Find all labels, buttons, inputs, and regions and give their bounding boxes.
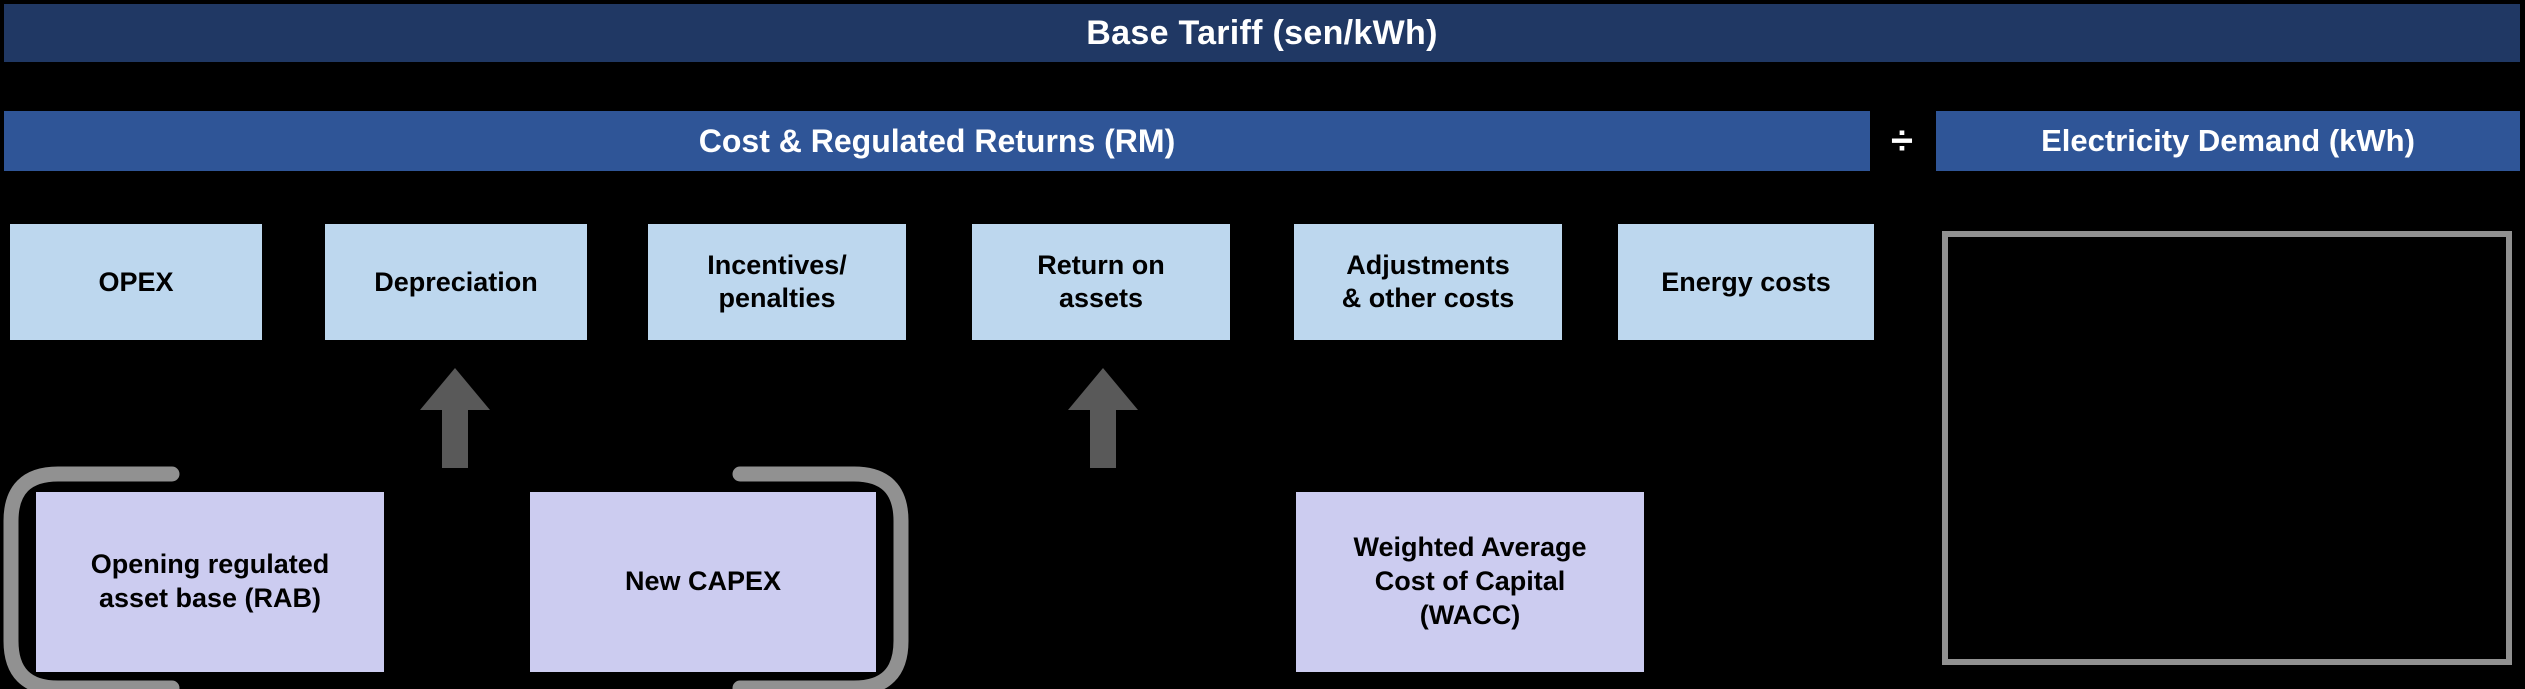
component-box-energy-costs: Energy costs <box>1618 224 1874 340</box>
component-box-depreciation: Depreciation <box>325 224 587 340</box>
cost-and-regulated-returns-label: Cost & Regulated Returns (RM) <box>698 122 1176 159</box>
bracket-icon <box>2 465 910 689</box>
driver-label-new-capex: New CAPEX <box>624 566 782 597</box>
component-label-energy-costs: Energy costs <box>1661 266 1831 297</box>
component-label-opex: OPEX <box>98 266 174 297</box>
divide-glyph: ÷ <box>1891 119 1913 163</box>
cost-and-regulated-returns-banner: Cost & Regulated Returns (RM) <box>4 111 1870 171</box>
component-box-opex: OPEX <box>10 224 262 340</box>
component-box-adjustments-other-costs: Adjustments& other costs <box>1294 224 1562 340</box>
arrow-up-icon <box>1068 368 1138 468</box>
divide-icon: ÷ <box>1872 111 1932 171</box>
arrow-up-icon <box>420 368 490 468</box>
component-label-incentives-penalties: Incentives/penalties <box>707 250 847 313</box>
component-box-incentives-penalties: Incentives/penalties <box>648 224 906 340</box>
driver-box-new-capex: New CAPEX <box>530 492 876 672</box>
component-label-adjustments-other-costs: Adjustments& other costs <box>1341 250 1515 313</box>
electricity-demand-banner: Electricity Demand (kWh) <box>1936 111 2520 171</box>
base-tariff-banner: Base Tariff (sen/kWh) <box>4 4 2520 62</box>
component-label-depreciation: Depreciation <box>374 266 538 297</box>
page-title: Base Tariff (sen/kWh) <box>1086 13 1438 52</box>
electricity-demand-label: Electricity Demand (kWh) <box>2041 123 2415 158</box>
electricity-demand-panel <box>1942 231 2512 665</box>
